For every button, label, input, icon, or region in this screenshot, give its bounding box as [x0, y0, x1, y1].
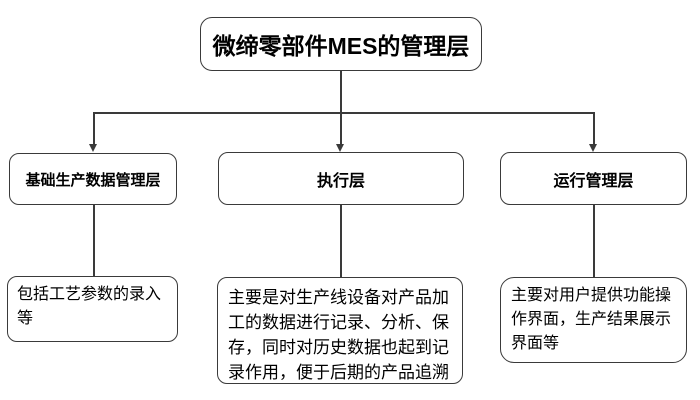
node-operation-layer-description: 主要对用户提供功能操作界面，生产结果展示界面等	[500, 277, 687, 363]
arrow-down-icon	[336, 144, 344, 152]
connector-left-drop	[93, 112, 95, 145]
arrow-down-icon	[589, 144, 597, 152]
node-execution-layer-description: 主要是对生产线设备对产品加工的数据进行记录、分析、保存，同时对历史数据也起到记录…	[217, 277, 463, 384]
connector-left-stem	[93, 205, 95, 276]
connector-center-drop	[340, 112, 342, 145]
connector-top-vertical	[340, 71, 342, 113]
connector-center-stem	[340, 205, 342, 277]
node-operation-management-layer: 运行管理层	[500, 152, 687, 205]
node-basic-production-data-layer: 基础生产数据管理层	[9, 153, 177, 205]
connector-right-drop	[593, 112, 595, 145]
connector-horizontal-rail	[93, 112, 595, 114]
node-mes-management-layer: 微缔零部件MES的管理层	[200, 17, 482, 71]
connector-right-stem	[593, 205, 595, 277]
arrow-down-icon	[89, 144, 97, 152]
node-execution-layer: 执行层	[218, 152, 464, 205]
node-basic-layer-description: 包括工艺参数的录入等	[7, 276, 178, 342]
